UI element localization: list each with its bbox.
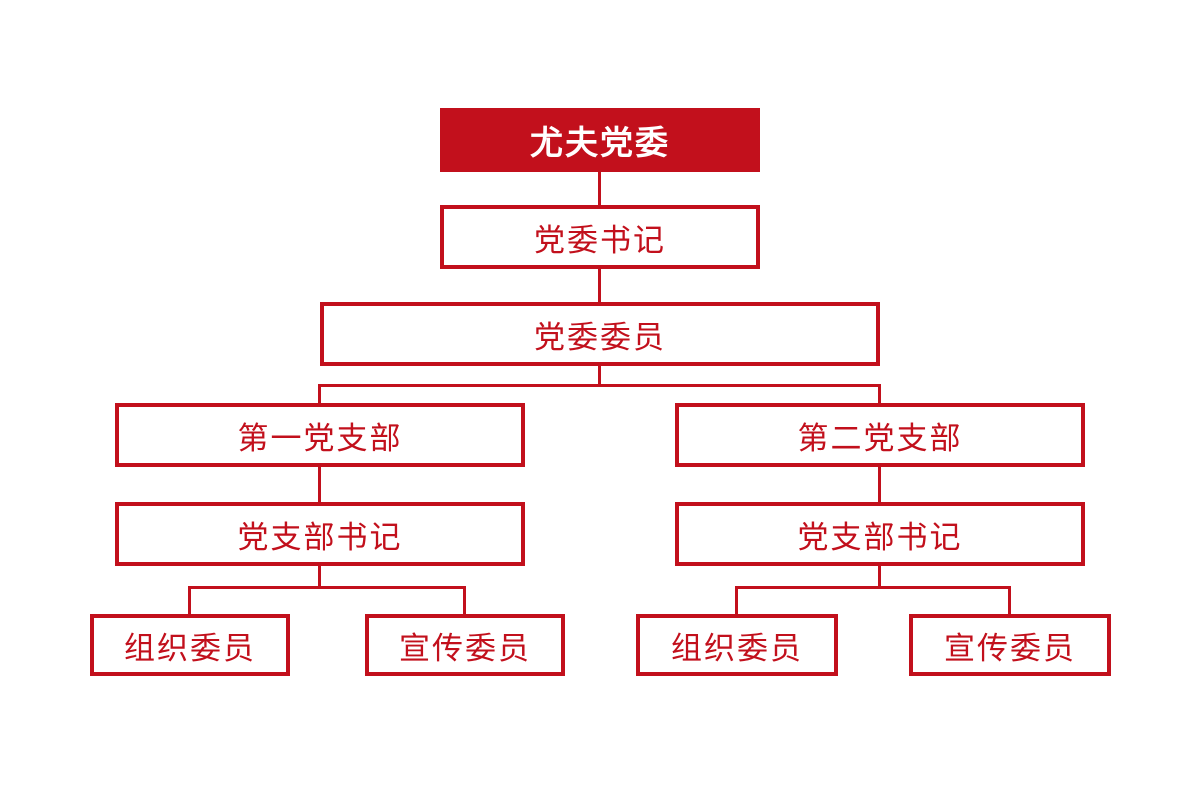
connector-line <box>735 586 1011 589</box>
connector-line <box>318 384 881 387</box>
connector-line <box>878 465 881 506</box>
connector-line <box>188 586 466 589</box>
node-branch-1-organization-member: 组织委员 <box>90 614 290 676</box>
connector-line <box>735 586 738 618</box>
node-branch-2-organization-member: 组织委员 <box>636 614 838 676</box>
connector-line <box>878 384 881 407</box>
node-branch-2-publicity-member: 宣传委员 <box>909 614 1111 676</box>
connector-line <box>463 586 466 618</box>
node-committee-members: 党委委员 <box>320 302 880 366</box>
connector-line <box>598 168 601 208</box>
node-branch-1: 第一党支部 <box>115 403 525 467</box>
connector-line <box>318 384 321 407</box>
node-party-committee-root: 尤夫党委 <box>440 108 760 172</box>
node-branch-2: 第二党支部 <box>675 403 1085 467</box>
connector-line <box>188 586 191 618</box>
connector-line <box>318 564 321 589</box>
connector-line <box>318 465 321 506</box>
node-committee-secretary: 党委书记 <box>440 205 760 269</box>
node-branch-1-secretary: 党支部书记 <box>115 502 525 566</box>
connector-line <box>598 266 601 306</box>
connector-line <box>878 564 881 589</box>
connector-line <box>1008 586 1011 618</box>
connector-line <box>598 364 601 387</box>
node-branch-2-secretary: 党支部书记 <box>675 502 1085 566</box>
node-branch-1-publicity-member: 宣传委员 <box>365 614 565 676</box>
